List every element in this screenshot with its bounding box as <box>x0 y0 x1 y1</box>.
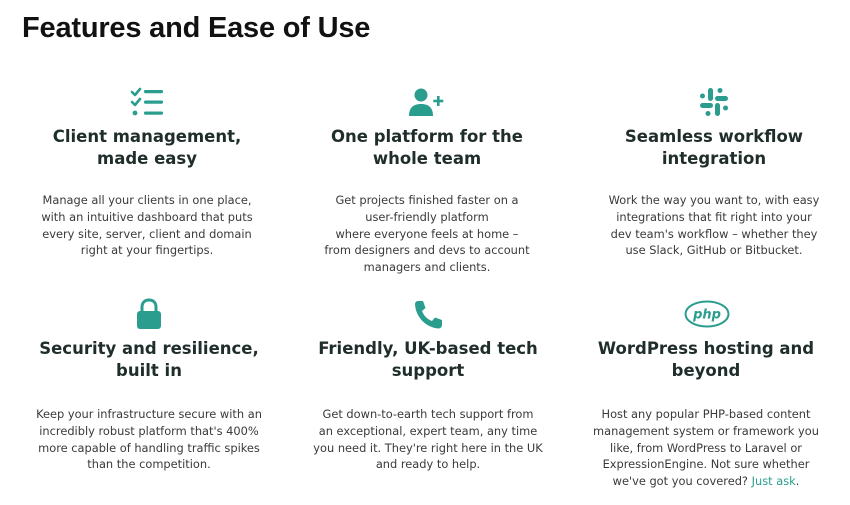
add-user-icon <box>405 86 449 120</box>
feature-wordpress-hosting: php WordPress hosting and beyond Host an… <box>566 298 846 490</box>
just-ask-link[interactable]: Just ask <box>751 474 796 489</box>
lock-icon <box>127 298 171 332</box>
feature-description: Manage all your clients in one place, wi… <box>41 193 253 258</box>
feature-description: Host any popular PHP-based content manag… <box>566 406 846 490</box>
feature-description: Get down-to-earth tech support from an e… <box>313 407 543 472</box>
feature-description: Work the way you want to, with easy inte… <box>608 193 820 258</box>
feature-description: Get projects finished faster on a user-f… <box>324 193 530 275</box>
feature-title: One platform for the whole team <box>330 127 523 168</box>
checklist-icon <box>125 86 169 120</box>
feature-uk-support: Friendly, UK-based tech support Get down… <box>288 298 568 473</box>
feature-title: Seamless workflow integration <box>624 127 804 168</box>
feature-workflow-integration: Seamless workflow integration Work the w… <box>574 86 850 259</box>
feature-client-management: Client management, made easy Manage all … <box>7 86 287 259</box>
feature-security: Security and resilience, built in Keep y… <box>9 298 289 473</box>
feature-title: Client management, made easy <box>52 127 242 168</box>
php-icon-text: php <box>692 308 721 323</box>
feature-description-end: . <box>795 474 800 489</box>
feature-team-platform: One platform for the whole team Get proj… <box>287 86 567 276</box>
feature-title: WordPress hosting and beyond <box>597 339 815 380</box>
phone-icon <box>406 298 450 332</box>
feature-title: Security and resilience, built in <box>39 339 259 380</box>
feature-title: Friendly, UK-based tech support <box>318 339 538 380</box>
page-title: Features and Ease of Use <box>22 12 371 44</box>
php-icon: php <box>684 298 730 332</box>
slack-icon <box>692 86 736 120</box>
feature-description-text: Host any popular PHP-based content manag… <box>593 407 819 489</box>
feature-description: Keep your infrastructure secure with an … <box>36 407 262 472</box>
